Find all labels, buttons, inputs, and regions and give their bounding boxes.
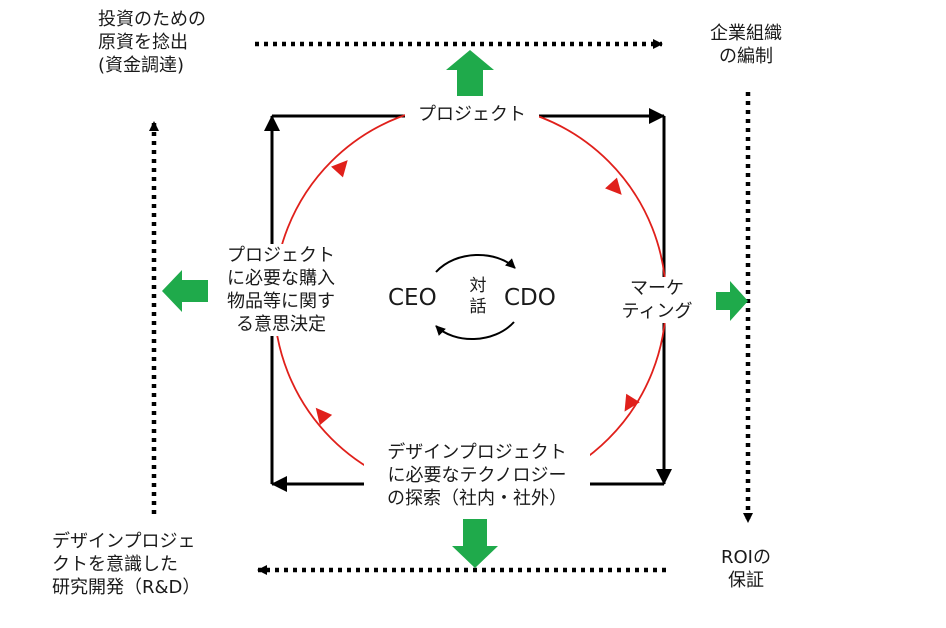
investment-label: 投資のための 原資を捻出 (資金調達) [98,8,206,77]
decision-line-2: に必要な購入 [227,268,335,289]
technology-line-2: に必要なテクノロジー [387,465,567,486]
dialogue-arrow-bottom [435,321,515,340]
organization-label: 企業組織 の編制 [694,22,798,68]
green-arrow-left [162,270,208,312]
decision-line-4: る意思決定 [236,314,326,335]
green-arrow-down [452,519,498,568]
organization-line-1: 企業組織 [710,23,782,44]
red-cycle-arrow-lower-right [624,393,640,412]
roi-line-2: 保証 [728,570,764,591]
rnd-line-1: デザインプロジェ [52,531,196,552]
project-label: プロジェクト [418,104,526,125]
investment-line-2: 原資を捻出 [98,32,188,53]
roi-label: ROIの 保証 [702,546,790,592]
investment-line-1: 投資のための [98,9,206,30]
red-cycle-arrow-upper-left [331,160,348,178]
investment-line-3: (資金調達) [98,55,185,76]
decision-node: プロジェクト に必要な購入 物品等に関す る意思決定 [216,244,346,336]
green-arrow-right [716,281,748,321]
ceo-label: CEO [388,284,437,312]
rnd-label: デザインプロジェ クトを意識した 研究開発（R&D） [52,530,200,599]
technology-node: デザインプロジェクト に必要なテクノロジー の探索（社内・社外） [364,441,590,510]
dialogue-arrow-top [435,254,516,273]
marketing-node: マーケ ティング [612,277,702,323]
roi-line-1: ROIの [721,547,771,568]
green-arrow-up [446,50,494,96]
decision-line-1: プロジェクト [227,245,335,266]
marketing-line-1: マーケ [630,278,684,299]
project-node: プロジェクト [405,103,539,126]
technology-line-3: の探索（社内・社外） [387,488,567,509]
dialogue-label: 対 話 [466,276,490,318]
dialogue-char-1: 対 [469,276,487,296]
marketing-line-2: ティング [621,301,693,322]
red-cycle-arrow-lower-left [315,407,333,426]
rnd-line-2: クトを意識した [52,554,178,575]
cdo-label: CDO [504,284,556,312]
organization-line-2: の編制 [719,46,773,67]
dialogue-char-2: 話 [469,297,487,317]
rnd-line-3: 研究開発（R&D） [52,577,201,598]
technology-line-1: デザインプロジェクト [387,442,567,463]
decision-line-3: 物品等に関す [227,291,335,312]
cdo-text: CDO [504,285,556,311]
red-cycle-arrow-upper-right [605,177,622,195]
ceo-text: CEO [388,285,437,311]
